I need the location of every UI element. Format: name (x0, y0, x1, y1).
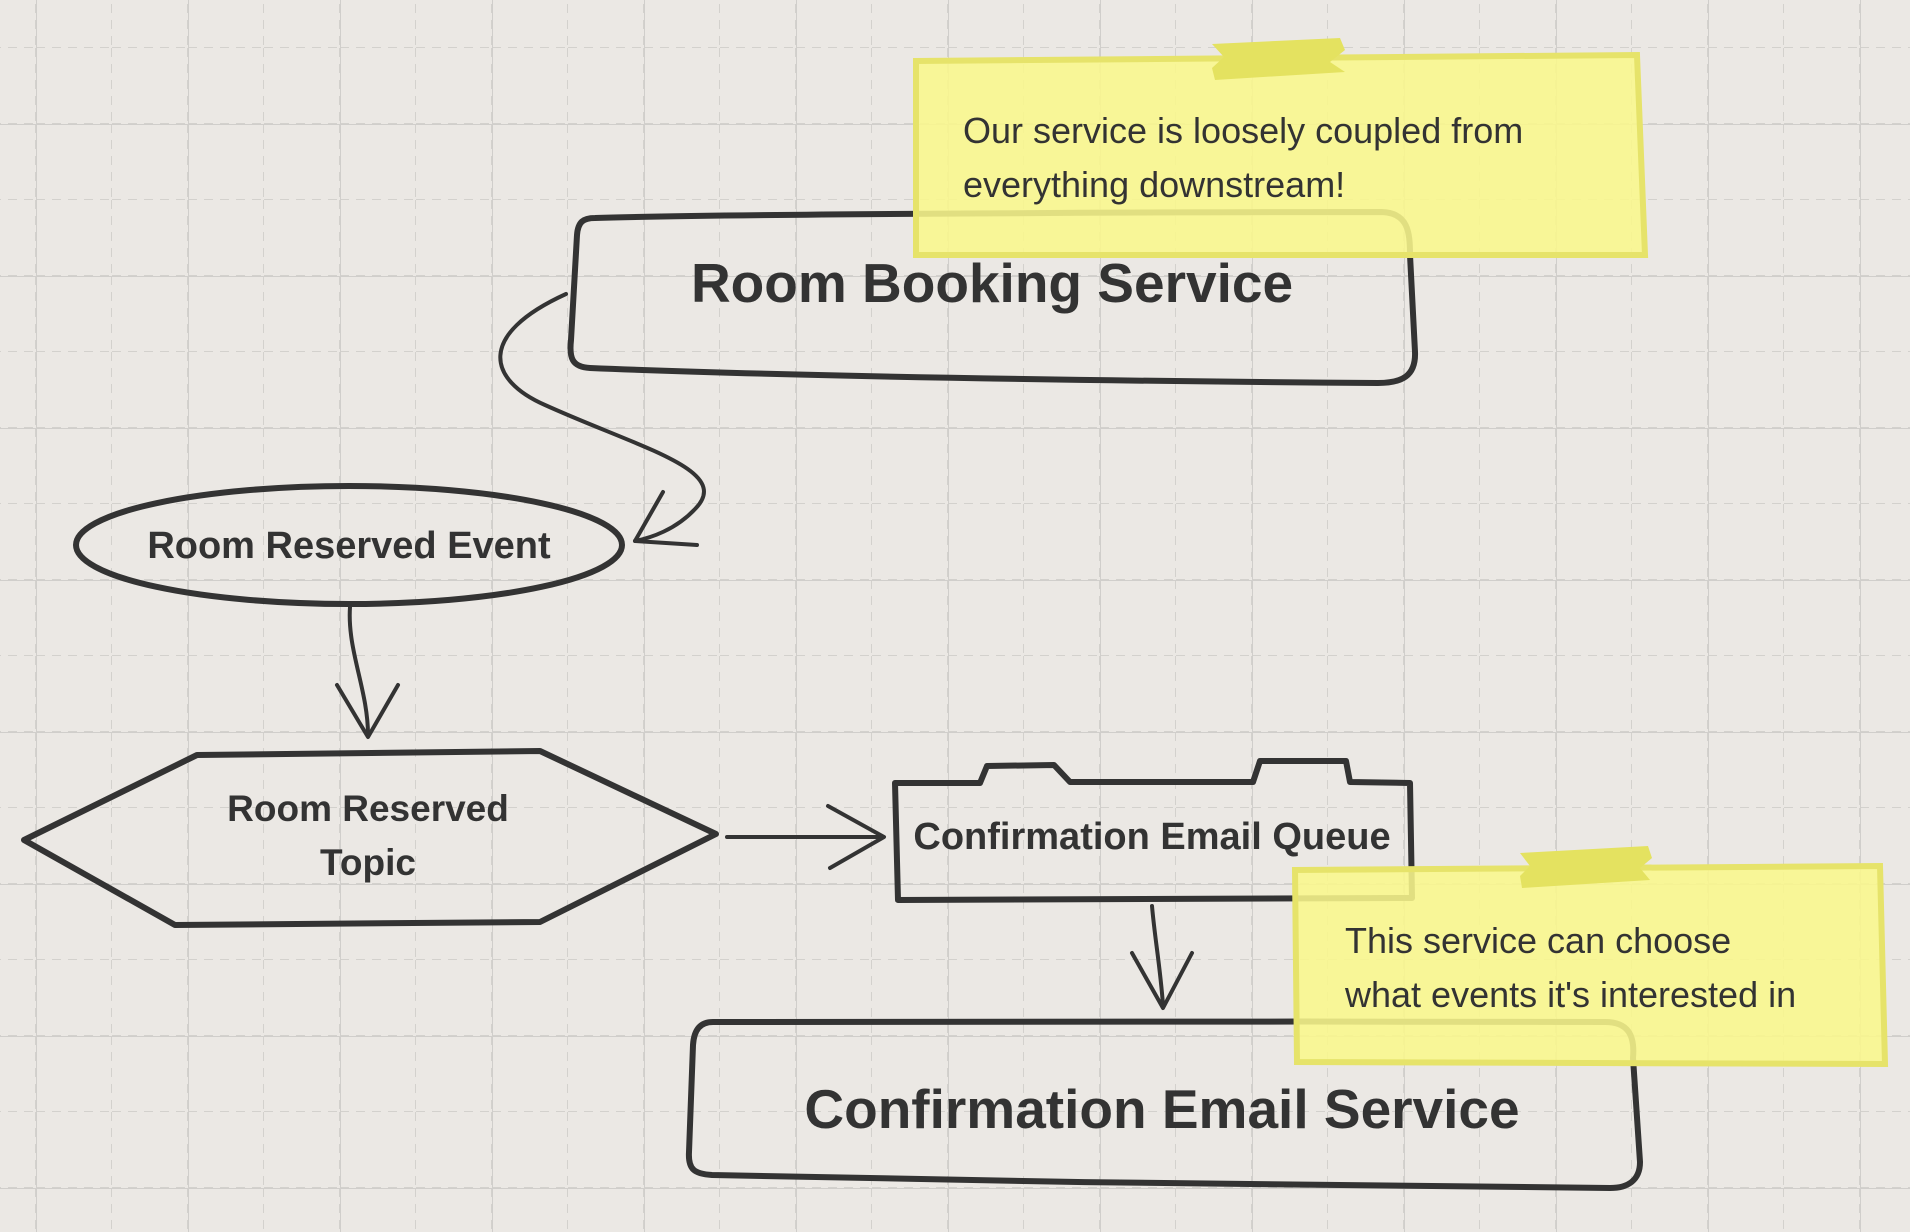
tape-icon (1520, 846, 1652, 888)
sticky-note-subscription-body (1291, 862, 1889, 1068)
sticky-note-subscription[interactable]: This service can choose what events it's… (1291, 846, 1889, 1068)
room-booking-service-node[interactable]: Room Booking Service (567, 209, 1419, 386)
topic-to-queue-arrow (725, 804, 886, 870)
sticky-note-decoupling-line1: Our service is loosely coupled from (963, 110, 1523, 151)
room-reserved-event-node[interactable]: Room Reserved Event (73, 483, 625, 607)
confirmation-email-service-node[interactable]: Confirmation Email Service (685, 1018, 1643, 1191)
sticky-note-decoupling-body (913, 51, 1649, 258)
room-reserved-event-label: Room Reserved Event (147, 525, 551, 567)
room-reserved-topic-label-line1: Room Reserved (227, 788, 509, 829)
booking-to-event-arrow (498, 292, 706, 547)
event-to-topic-arrow (335, 605, 400, 739)
sticky-note-subscription-line1: This service can choose (1345, 920, 1731, 961)
sticky-note-subscription-line2: what events it's interested in (1344, 974, 1796, 1015)
confirmation-email-service-label: Confirmation Email Service (804, 1078, 1519, 1140)
confirmation-email-queue-node[interactable]: Confirmation Email Queue (892, 758, 1415, 903)
sticky-note-decoupling-line2: everything downstream! (963, 164, 1345, 205)
queue-to-service-arrow (1130, 904, 1194, 1010)
room-reserved-topic-node[interactable]: Room Reserved Topic (21, 748, 719, 928)
confirmation-email-queue-label: Confirmation Email Queue (913, 816, 1390, 858)
room-reserved-topic-label-line2: Topic (320, 842, 416, 883)
room-booking-service-label: Room Booking Service (691, 252, 1293, 314)
sticky-note-decoupling[interactable]: Our service is loosely coupled from ever… (913, 38, 1649, 258)
tape-icon (1212, 38, 1345, 80)
